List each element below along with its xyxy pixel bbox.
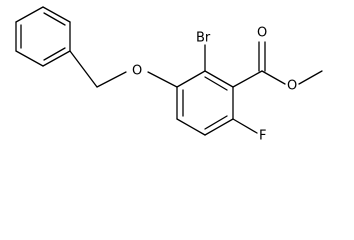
ester-oxygen-label: O [287,79,297,94]
bond [42,6,71,23]
double-bond-inner [43,47,66,61]
bond-c-f [232,118,258,134]
bond [204,118,234,136]
benzyl-ring [15,6,71,67]
bond [15,6,44,23]
bond-ring-ch2 [69,50,98,88]
bond-carbonyl-ester-o [261,70,286,85]
bond [15,50,44,67]
bond [176,70,206,88]
bond [42,50,71,67]
bond [204,70,234,88]
ring-oxygen-label: O [132,64,142,79]
fluorine-label: F [259,129,266,144]
bond-ring-carbonyl [232,70,263,88]
aromatic-ring [176,70,234,136]
bond-ester-o-methyl [298,70,323,85]
chemical-structure-diagram: Br O O O F [15,6,323,144]
bond-ch2-o [96,71,127,88]
double-bond-inner [204,76,228,91]
bond-o-arene [147,71,178,88]
bromine-label: Br [196,31,211,46]
bond [176,118,206,136]
carbonyl-oxygen-label: O [257,26,267,41]
double-bond-inner [204,115,228,130]
double-bond-inner [43,12,66,26]
